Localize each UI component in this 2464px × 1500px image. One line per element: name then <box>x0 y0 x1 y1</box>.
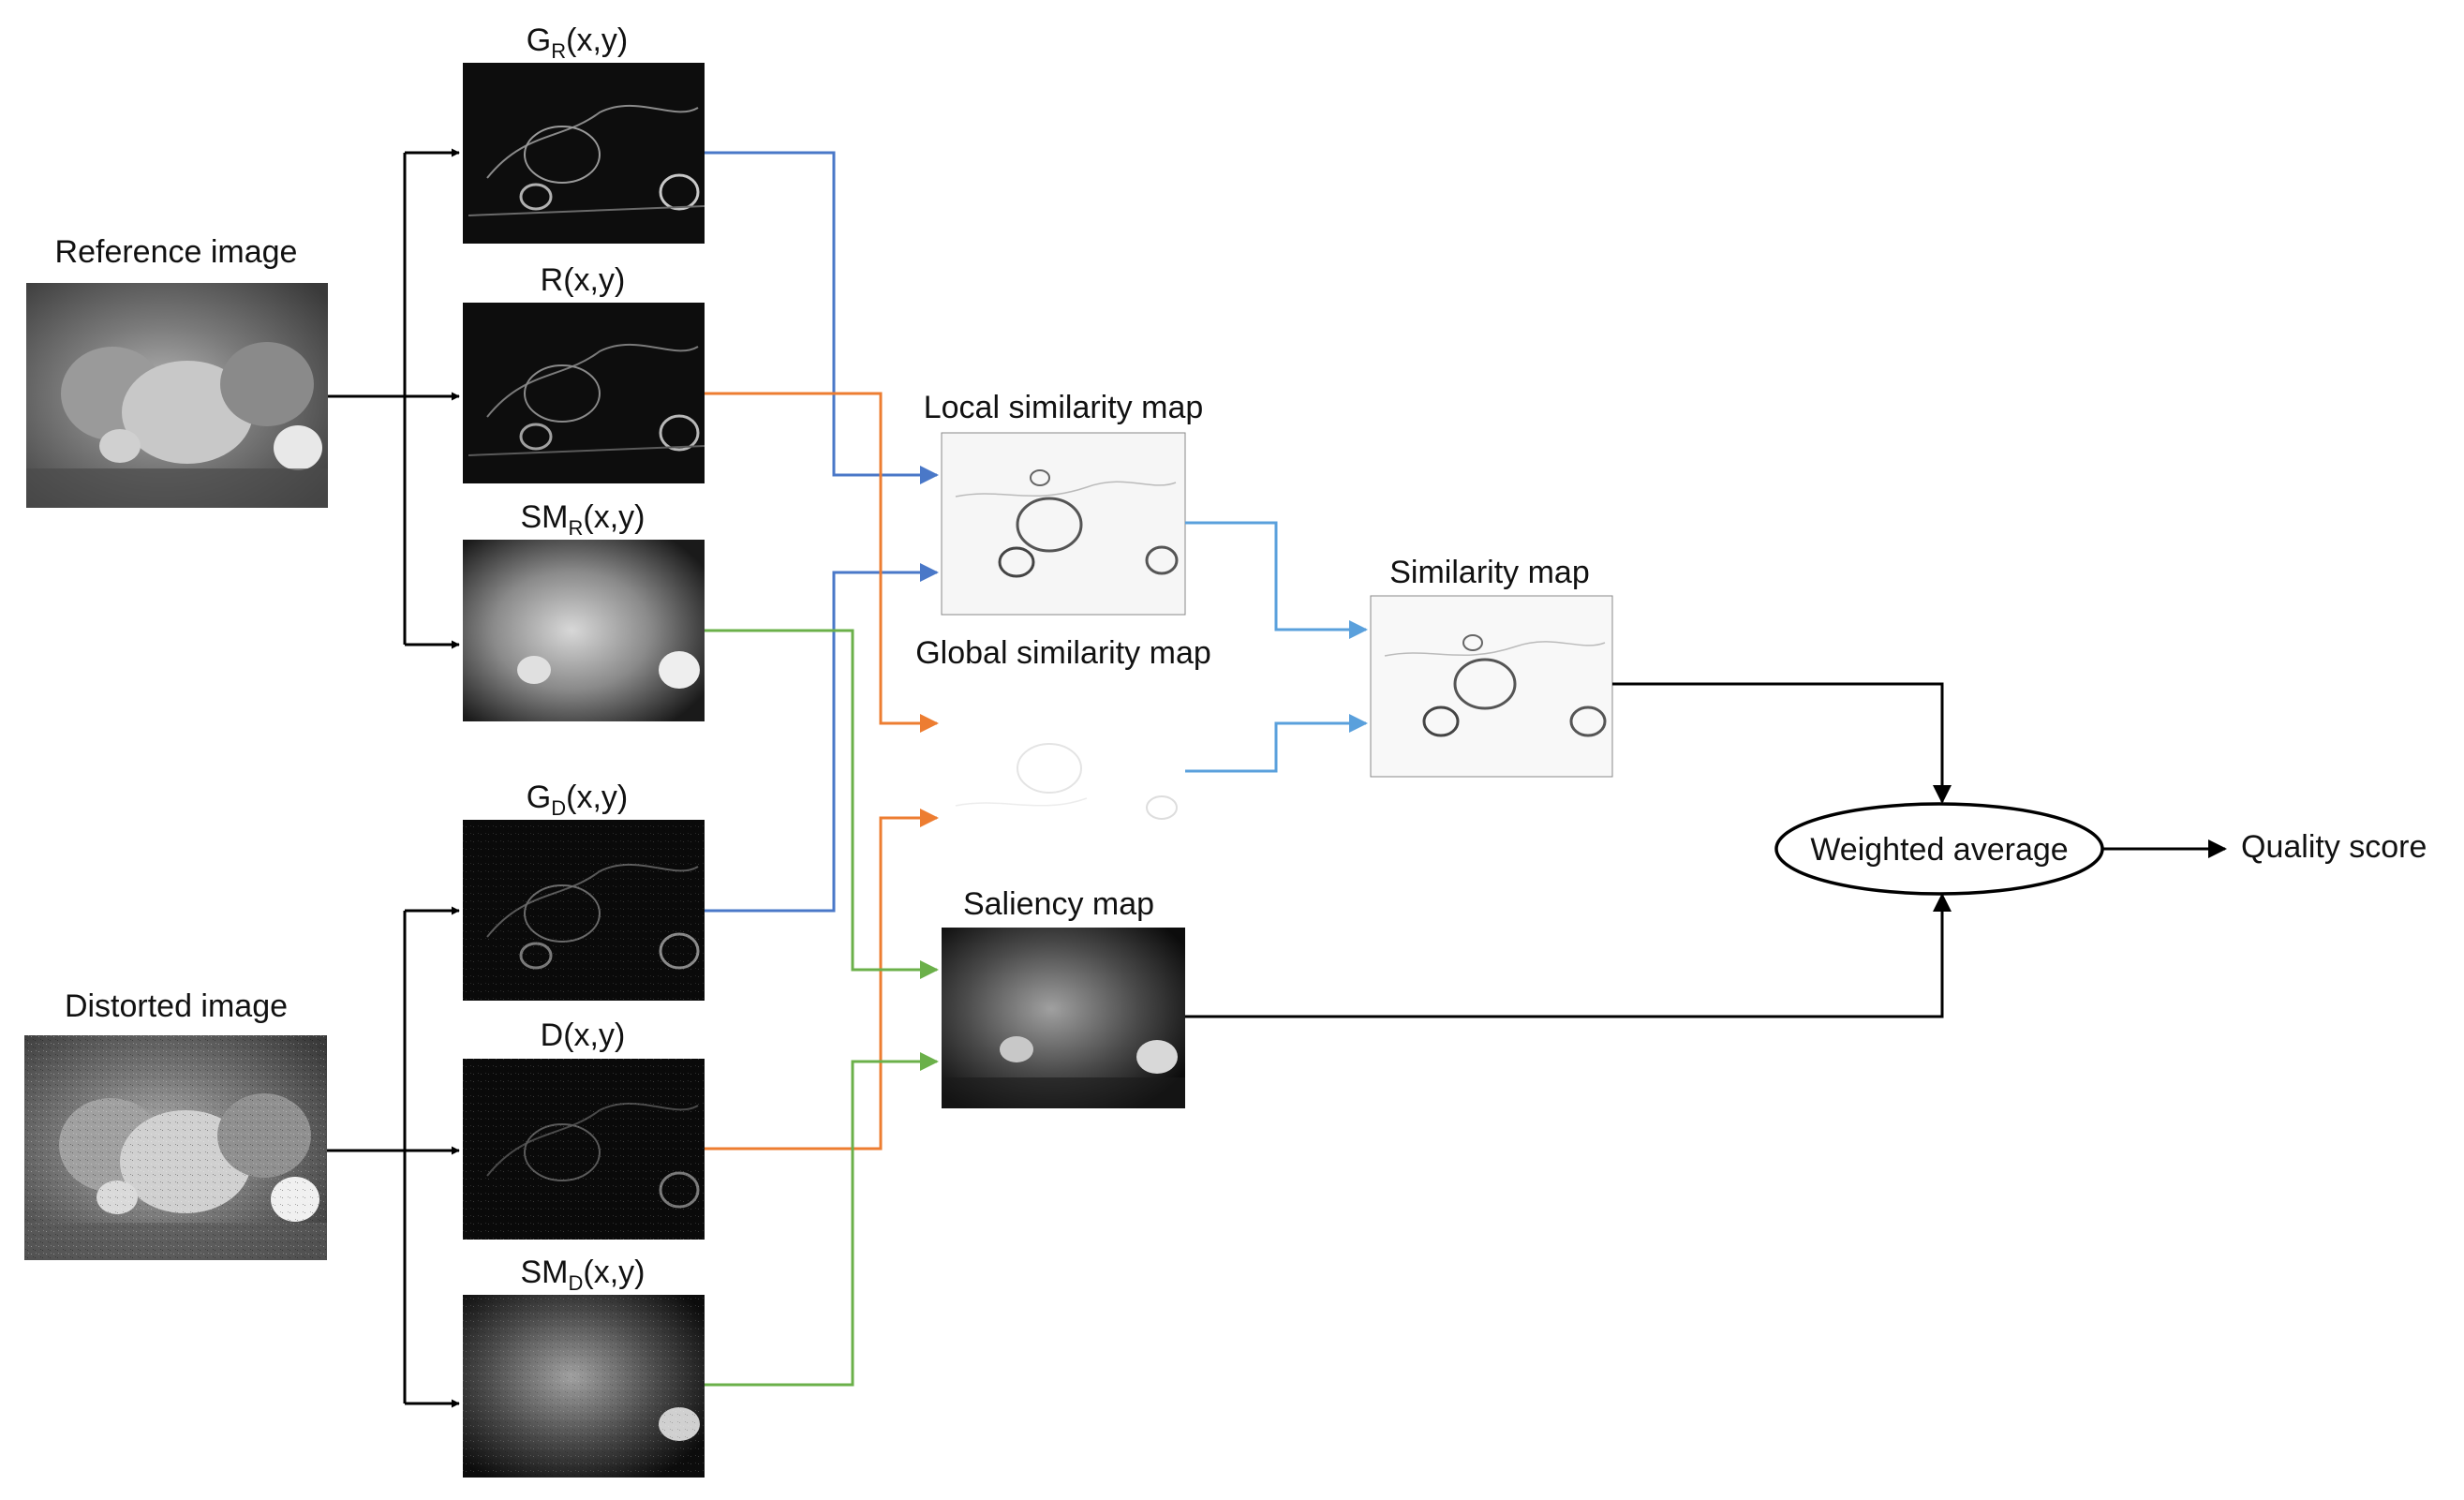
d-map-thumbnail <box>463 1059 705 1240</box>
gr-map-thumbnail <box>463 63 705 244</box>
gd-map-thumbnail <box>463 820 705 1001</box>
to-weighted-average-arrows <box>1185 682 2227 1018</box>
d-label: D(x,y) <box>541 1017 626 1053</box>
saliency-inputs-arrows <box>705 629 939 1387</box>
gr-label: GR(x,y) <box>527 22 628 63</box>
weighted-average-label: Weighted average <box>1810 832 2068 868</box>
to-similarity-map-arrows <box>1185 521 1368 773</box>
saliency-map-label: Saliency map <box>963 886 1154 922</box>
quality-score-label: Quality score <box>2241 829 2427 865</box>
intensity-to-global-similarity-arrows <box>705 392 939 1151</box>
gradient-to-local-similarity-arrows <box>705 151 939 913</box>
global-similarity-map-label: Global similarity map <box>915 635 1211 671</box>
similarity-map-thumbnail <box>1370 595 1613 778</box>
reference-branch-arrows <box>328 148 460 649</box>
saliency-map-thumbnail <box>942 928 1185 1108</box>
distorted-image-label: Distorted image <box>65 988 288 1024</box>
distorted-image-thumbnail <box>24 1035 327 1260</box>
distorted-branch-arrows <box>327 906 460 1408</box>
local-similarity-map-thumbnail <box>941 432 1186 616</box>
reference-image-label: Reference image <box>55 234 298 270</box>
smd-label: SMD(x,y) <box>521 1255 646 1295</box>
local-similarity-map-label: Local similarity map <box>924 390 1204 425</box>
r-map-thumbnail <box>463 303 705 483</box>
gd-label: GD(x,y) <box>527 780 628 820</box>
reference-image-thumbnail <box>26 283 328 508</box>
smr-label: SMR(x,y) <box>521 499 646 540</box>
r-label: R(x,y) <box>541 262 626 298</box>
smd-map-thumbnail <box>463 1295 705 1478</box>
weighted-average-node <box>1774 802 2104 896</box>
similarity-map-label: Similarity map <box>1389 555 1589 590</box>
global-similarity-map-thumbnail <box>942 679 1185 860</box>
smr-map-thumbnail <box>463 540 705 721</box>
